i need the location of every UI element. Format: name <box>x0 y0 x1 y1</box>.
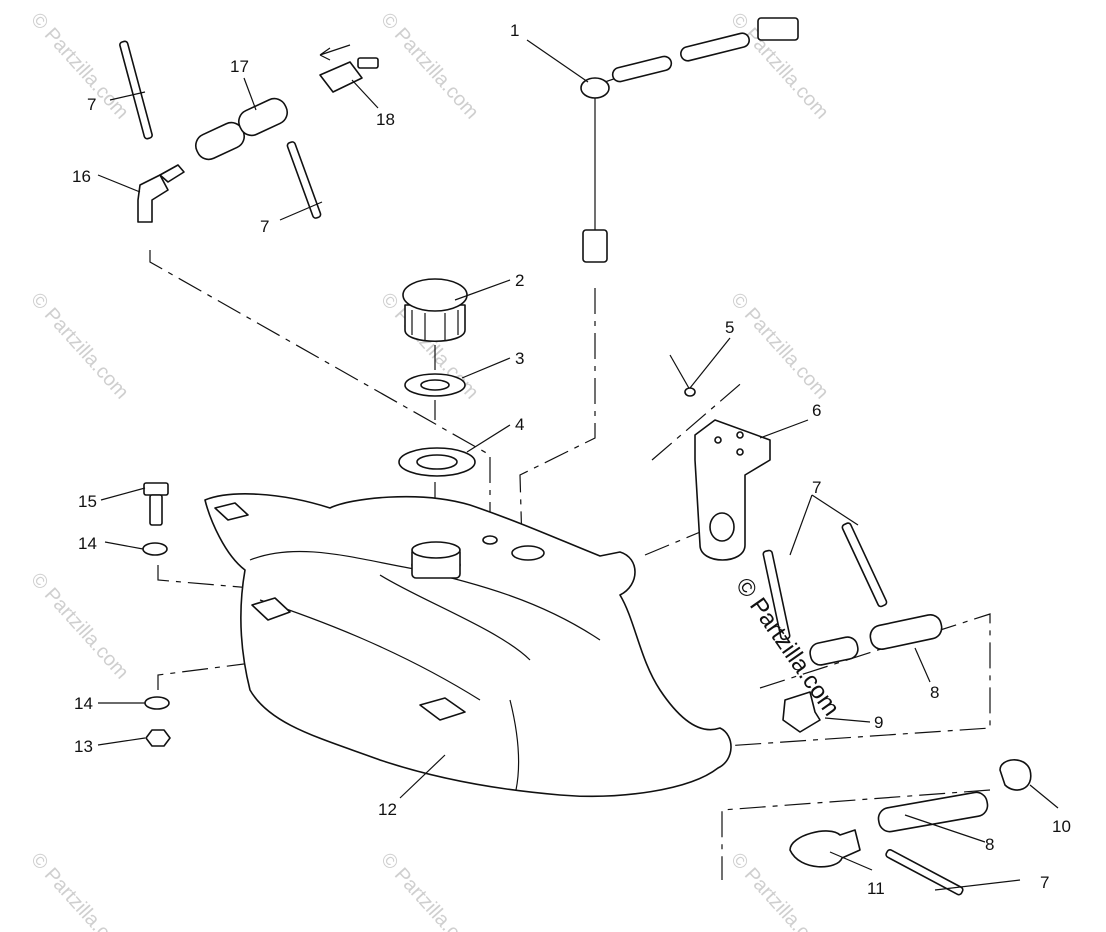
fuel-gauge-sender <box>580 17 799 263</box>
callout-9: 9 <box>874 713 883 732</box>
hardware <box>142 482 171 747</box>
watermark: © Partzilla.com <box>26 289 133 404</box>
callout-labels: 1 2 3 4 5 6 7 7 7 7 8 8 9 10 11 12 13 14… <box>72 21 1071 898</box>
callout-13: 13 <box>74 737 93 756</box>
callout-18: 18 <box>376 110 395 129</box>
watermark: © Partzilla.com <box>26 849 133 932</box>
bracket <box>669 354 771 561</box>
callout-7: 7 <box>87 95 96 114</box>
leader-lines <box>97 39 1059 891</box>
callout-7: 7 <box>260 217 269 236</box>
callout-14: 14 <box>78 534 97 553</box>
flow-arrow <box>319 44 351 61</box>
callout-12: 12 <box>378 800 397 819</box>
callout-8: 8 <box>930 683 939 702</box>
callout-7: 7 <box>812 478 821 497</box>
fuel-cap <box>402 278 468 343</box>
watermark: © Partzilla.com <box>376 849 483 932</box>
callout-4: 4 <box>515 415 524 434</box>
callout-7: 7 <box>1040 873 1049 892</box>
callout-17: 17 <box>230 57 249 76</box>
hose-parts <box>119 40 1032 896</box>
watermark: © Partzilla.com <box>26 9 133 124</box>
watermark: © Partzilla.com <box>726 289 833 404</box>
callout-6: 6 <box>812 401 821 420</box>
fuel-tank <box>204 493 732 798</box>
callout-3: 3 <box>515 349 524 368</box>
callout-1: 1 <box>510 21 519 40</box>
callout-16: 16 <box>72 167 91 186</box>
callout-14: 14 <box>74 694 93 713</box>
callout-15: 15 <box>78 492 97 511</box>
watermark: © Partzilla.com <box>26 569 133 684</box>
callout-5: 5 <box>725 318 734 337</box>
callout-10: 10 <box>1052 817 1071 836</box>
callout-8: 8 <box>985 835 994 854</box>
callout-11: 11 <box>867 879 885 898</box>
watermark: © Partzilla.com <box>376 9 483 124</box>
gaskets <box>398 373 476 477</box>
callout-2: 2 <box>515 271 524 290</box>
